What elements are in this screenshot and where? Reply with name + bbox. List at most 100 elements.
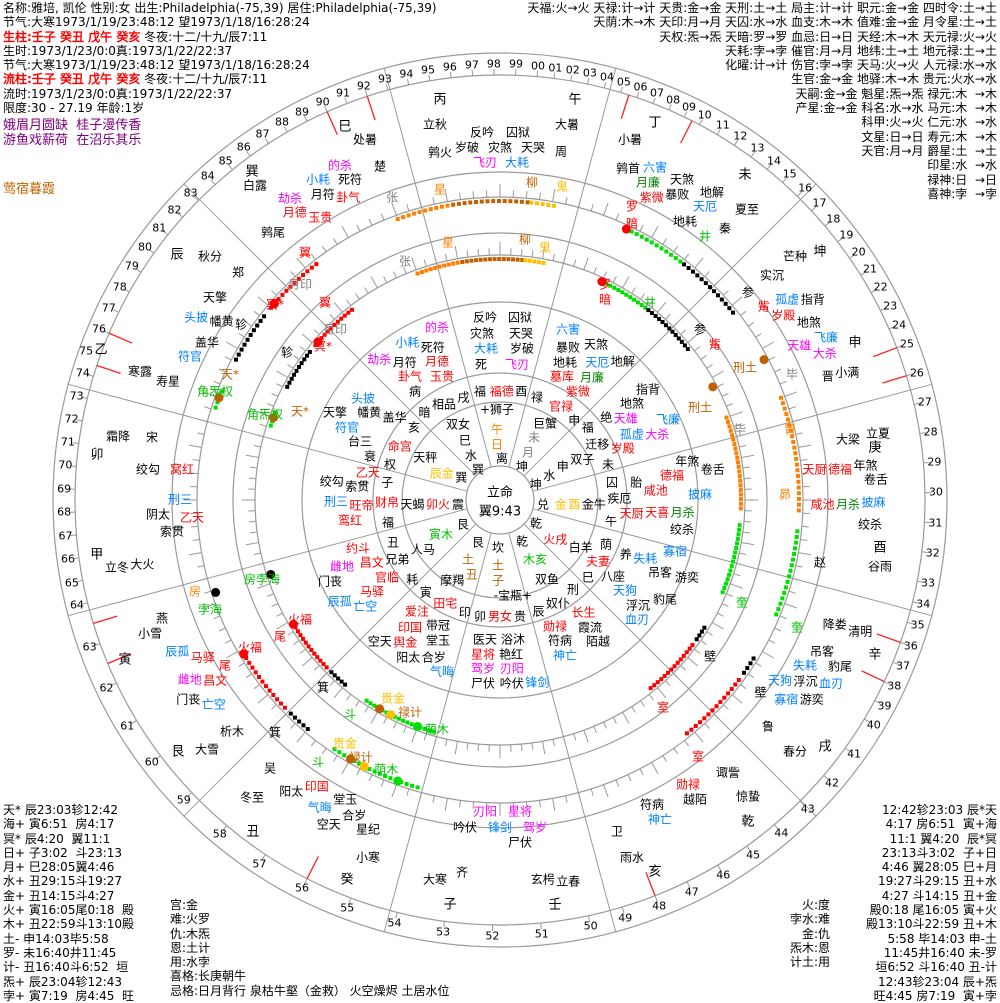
deity-label: 天擎 xyxy=(323,407,347,420)
degree-tick xyxy=(291,723,296,728)
degree-tick xyxy=(407,789,409,796)
palace-label: 福 xyxy=(474,386,486,399)
planet-arc-dot xyxy=(401,215,405,219)
deity-label: 失耗 xyxy=(793,660,817,673)
zodiac-label: +狮子 xyxy=(480,404,514,417)
deity-label: 天哭 xyxy=(509,328,533,341)
degree-tick xyxy=(412,258,416,270)
mansion-label: 井 xyxy=(699,231,711,244)
planet-arc-dot xyxy=(308,350,312,354)
branch-label: 未 xyxy=(738,169,751,182)
branch-label: 艮 xyxy=(171,746,184,759)
degree-tick xyxy=(681,330,686,335)
degree-tick xyxy=(714,281,719,286)
deity-label: 官临 xyxy=(375,571,399,584)
mansion-label: 刑土 xyxy=(688,402,712,415)
planet-arc-dot xyxy=(340,680,344,684)
deity-label: 指背 xyxy=(801,294,825,307)
solar-term-label: 大寒 xyxy=(423,874,447,887)
planet-arc-dot xyxy=(796,468,800,472)
degree-tick xyxy=(246,543,259,545)
deity-label: 刑三 xyxy=(168,494,192,507)
planet-arc-dot xyxy=(796,480,800,484)
mansion-label: 房孛海 xyxy=(244,574,280,587)
region-label: 实沉 xyxy=(760,270,784,283)
deity-label: 小耗 xyxy=(395,337,419,350)
ring-number: 92 xyxy=(357,79,371,92)
region-label: 赵 xyxy=(814,557,826,570)
degree-tick xyxy=(666,314,671,319)
degree-tick xyxy=(553,739,555,746)
palace-label: 暗 xyxy=(418,407,430,420)
zodiac-label: 土 xyxy=(462,554,474,567)
ring-number: 53 xyxy=(436,926,450,939)
ring-number: 50 xyxy=(584,920,598,933)
degree-tick xyxy=(254,445,261,447)
ring-number: 82 xyxy=(167,203,181,216)
ring-number: 06 xyxy=(634,81,648,94)
planet-arc-dot xyxy=(315,655,319,659)
planet-arc-dot xyxy=(794,457,798,461)
planet-arc-dot xyxy=(451,262,455,266)
mansion-label: 角炁权 xyxy=(247,409,283,422)
planet-arc-dot xyxy=(702,716,706,720)
deity-label: 窝红 xyxy=(170,464,194,477)
degree-tick xyxy=(412,730,416,742)
zodiac-label: 震 xyxy=(452,499,464,512)
ring-number: 40 xyxy=(867,718,881,731)
planet-arc-dot xyxy=(739,502,743,506)
deity-label: 紫微 xyxy=(566,386,590,399)
zodiac-label: 火戌 xyxy=(543,534,567,547)
planet-arc-dot xyxy=(446,204,450,208)
degree-tick xyxy=(257,563,264,565)
deity-label: 雌地 xyxy=(330,561,354,574)
degree-tick xyxy=(717,384,723,387)
ring-number: 74 xyxy=(76,367,90,380)
degree-tick xyxy=(741,543,754,545)
zodiac-label: 天秤 xyxy=(413,452,437,465)
mansion-label: 罗 xyxy=(599,279,611,292)
planet-arc-dot xyxy=(250,666,254,670)
degree-tick xyxy=(365,707,369,713)
deity-label: 印国 xyxy=(398,622,422,635)
planet-arc-dot xyxy=(649,686,653,690)
deity-label: 大杀 xyxy=(813,348,837,361)
planet-arc-dot xyxy=(669,253,673,257)
ring-number: 61 xyxy=(120,720,134,733)
planet-arc-dot xyxy=(456,261,460,265)
zodiac-label: 巳 xyxy=(459,435,471,448)
solar-term-label: 大暑 xyxy=(555,119,579,132)
planet-arc-dot xyxy=(739,497,743,501)
ring-number: 76 xyxy=(92,322,106,335)
planet-arc-dot xyxy=(407,213,411,217)
deity-label: 符病 xyxy=(548,635,572,648)
red-marker-tick xyxy=(883,376,907,383)
ring-number: 05 xyxy=(617,75,631,88)
deity-label: 头披 xyxy=(351,392,375,405)
planet-arc-dot xyxy=(318,659,322,663)
planet-arc-dot xyxy=(679,657,683,661)
degree-tick xyxy=(798,445,811,447)
degree-tick xyxy=(802,526,809,527)
deity-label: 马驿 xyxy=(191,652,215,665)
branch-label: 亥 xyxy=(648,866,661,879)
ring-number: 91 xyxy=(336,87,350,100)
planet-arc-dot xyxy=(722,586,726,590)
planet-arc-dot xyxy=(479,258,483,262)
planet-arc-dot xyxy=(301,723,305,727)
degree-tick xyxy=(657,688,665,698)
degree-tick xyxy=(330,314,335,319)
degree-tick xyxy=(435,257,437,264)
palace-label: 耗 xyxy=(406,574,418,587)
planet-arc-dot xyxy=(434,206,438,210)
ring-number: 69 xyxy=(57,482,71,495)
degree-tick xyxy=(424,260,426,267)
zodiac-label: 金牛 xyxy=(582,499,606,512)
planet-arc-dot xyxy=(260,680,264,684)
mansion-label: 奎 xyxy=(736,597,748,610)
degree-tick xyxy=(532,250,533,257)
degree-tick xyxy=(632,707,636,713)
mansion-label: 参 xyxy=(694,324,706,337)
degree-tick xyxy=(695,732,703,742)
deity-label: 带冠 xyxy=(426,620,450,633)
